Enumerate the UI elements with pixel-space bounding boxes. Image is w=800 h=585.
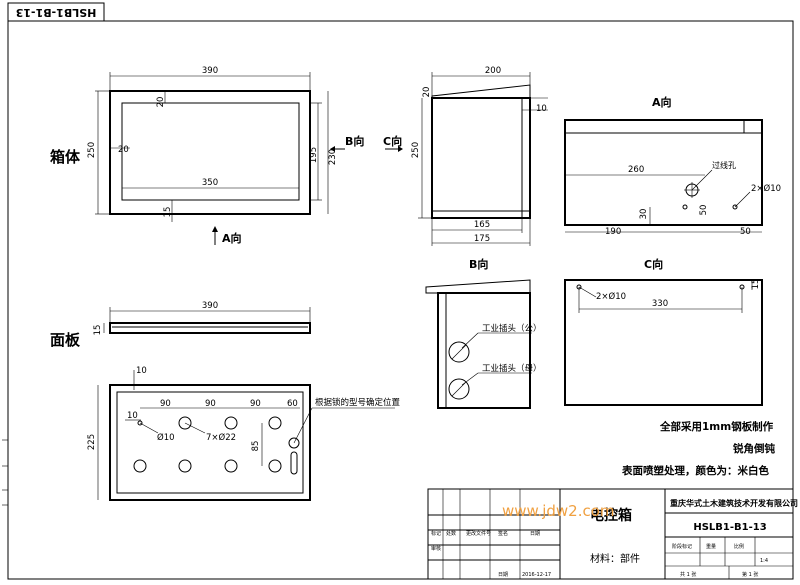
dim-top-20: 20 <box>156 97 166 108</box>
dim-195: 195 <box>309 147 319 163</box>
dim-260: 260 <box>628 165 644 175</box>
dim-330: 330 <box>652 299 668 309</box>
dim-85: 85 <box>251 441 261 452</box>
box-front-view: 390 20 20 350 15 250 195 230 箱体 B向 C向 A向 <box>50 66 403 245</box>
dim-panel-10-left: 10 <box>127 411 138 421</box>
title-view-a: A向 <box>652 95 672 109</box>
view-c: C向 2×Ø10 330 15 <box>564 257 763 406</box>
title-view-b: B向 <box>469 257 488 271</box>
marker-c: C向 <box>383 134 402 148</box>
view-a: A向 260 过线孔 2×Ø10 190 50 30 50 <box>564 95 781 237</box>
panel-edge-view: 面板 390 15 <box>50 301 311 349</box>
hole-dia-10: Ø10 <box>157 432 175 443</box>
dim-10: 10 <box>536 104 547 114</box>
rotated-drawing-code: HSLB1-B1-13 <box>16 6 97 19</box>
box-side-view: 200 20 10 250 165 175 <box>411 66 548 246</box>
holes-7x22: 7×Ø22 <box>206 432 236 443</box>
dim-90-b: 90 <box>205 399 216 409</box>
sheet-no: 第 1 张 <box>742 571 758 578</box>
big-hole-icon <box>268 416 282 430</box>
material: 材料：部件 <box>590 552 640 565</box>
label-panel: 面板 <box>50 331 81 349</box>
dim-50-right: 50 <box>699 205 709 216</box>
big-hole-icon <box>178 416 192 430</box>
dim-60: 60 <box>287 399 298 409</box>
lock-note: 根据锁的型号确定位置 <box>315 397 401 408</box>
hole-label: 过线孔 <box>712 160 736 170</box>
dim-30: 30 <box>639 209 649 220</box>
rotated-code-box <box>7 2 105 22</box>
drawing-number: HSLB1-B1-13 <box>693 522 766 533</box>
dim-side-250: 250 <box>411 142 421 158</box>
view-b: B向 工业插头（公） 工业插头（母） <box>425 257 542 409</box>
dim-panel-225: 225 <box>87 434 97 450</box>
dim-165: 165 <box>474 220 490 230</box>
dim-90-a: 90 <box>160 399 171 409</box>
row-date-value: 2016-12-17 <box>522 572 551 578</box>
dim-left-20: 20 <box>118 145 129 155</box>
socket-female-icon <box>448 378 470 400</box>
dim-90-c: 90 <box>250 399 261 409</box>
marker-b: B向 <box>345 134 364 148</box>
col-date: 日期 <box>530 531 540 537</box>
dim-175: 175 <box>474 234 490 244</box>
dim-200: 200 <box>485 66 501 76</box>
panel-front-view: 225 10 10 90 90 90 60 Ø10 7×Ø22 85 根据锁的型… <box>87 366 401 501</box>
col-sign: 签名 <box>498 530 508 537</box>
dim-panel-390: 390 <box>202 301 218 311</box>
lock-hole-icon <box>288 437 300 449</box>
dim-c-15: 15 <box>751 279 761 290</box>
big-hole-icon <box>268 459 282 473</box>
dim-350: 350 <box>202 178 218 188</box>
big-hole-icon <box>178 459 192 473</box>
dim-250-left: 250 <box>87 142 97 158</box>
dim-panel-10-top: 10 <box>136 366 147 376</box>
note-1: 全部采用1mm钢板制作 <box>659 420 774 433</box>
big-hole-icon <box>133 459 147 473</box>
weight-label: 重量 <box>706 543 716 550</box>
ratio-label: 比例 <box>734 543 744 550</box>
row-date-label: 日期 <box>498 572 508 578</box>
note-2: 锐角倒钝 <box>733 442 775 455</box>
socket-male-label: 工业插头（公） <box>482 323 542 334</box>
marker-a: A向 <box>222 231 242 245</box>
holes-2x10-a: 2×Ø10 <box>751 183 781 194</box>
socket-male-icon <box>448 341 470 363</box>
stage-label: 阶段标记 <box>672 543 692 550</box>
big-hole-icon <box>224 459 238 473</box>
row-review: 审核 <box>431 545 441 552</box>
col-mark: 标记 <box>431 530 441 537</box>
label-box-body: 箱体 <box>50 148 81 166</box>
dim-190: 190 <box>605 227 621 237</box>
company-name: 重庆华式土木建筑技术开发有限公司 <box>670 498 798 508</box>
dim-50-bottom: 50 <box>740 227 751 237</box>
dim-390-top: 390 <box>202 66 218 76</box>
col-count: 处数 <box>446 530 456 537</box>
holes-2x10-c: 2×Ø10 <box>596 291 626 302</box>
big-hole-icon <box>224 416 238 430</box>
technical-notes: 全部采用1mm钢板制作 锐角倒钝 表面喷塑处理，颜色为：米白色 <box>621 420 775 477</box>
dim-side-20: 20 <box>422 87 432 98</box>
sheet-border <box>7 20 794 580</box>
sheet-total: 共 1 张 <box>680 571 696 578</box>
small-hole-icon <box>137 420 143 426</box>
dim-230: 230 <box>328 149 338 165</box>
title-view-c: C向 <box>644 257 663 271</box>
scale-value: 1:4 <box>760 558 768 564</box>
title-block: 标记 处数 更改文件号 签名 日期 审核 日期 2016-12-17 阶段标记 … <box>427 488 798 580</box>
note-3: 表面喷塑处理，颜色为：米白色 <box>621 464 769 477</box>
socket-female-label: 工业插头（母） <box>482 363 542 374</box>
lock-slot-icon <box>290 451 298 475</box>
col-change-doc: 更改文件号 <box>466 530 491 537</box>
part-name: 电控箱 <box>590 507 632 524</box>
watermark: www.jdw2.com <box>502 502 615 520</box>
dim-panel-15: 15 <box>93 325 103 336</box>
dim-bottom-15: 15 <box>163 207 173 218</box>
